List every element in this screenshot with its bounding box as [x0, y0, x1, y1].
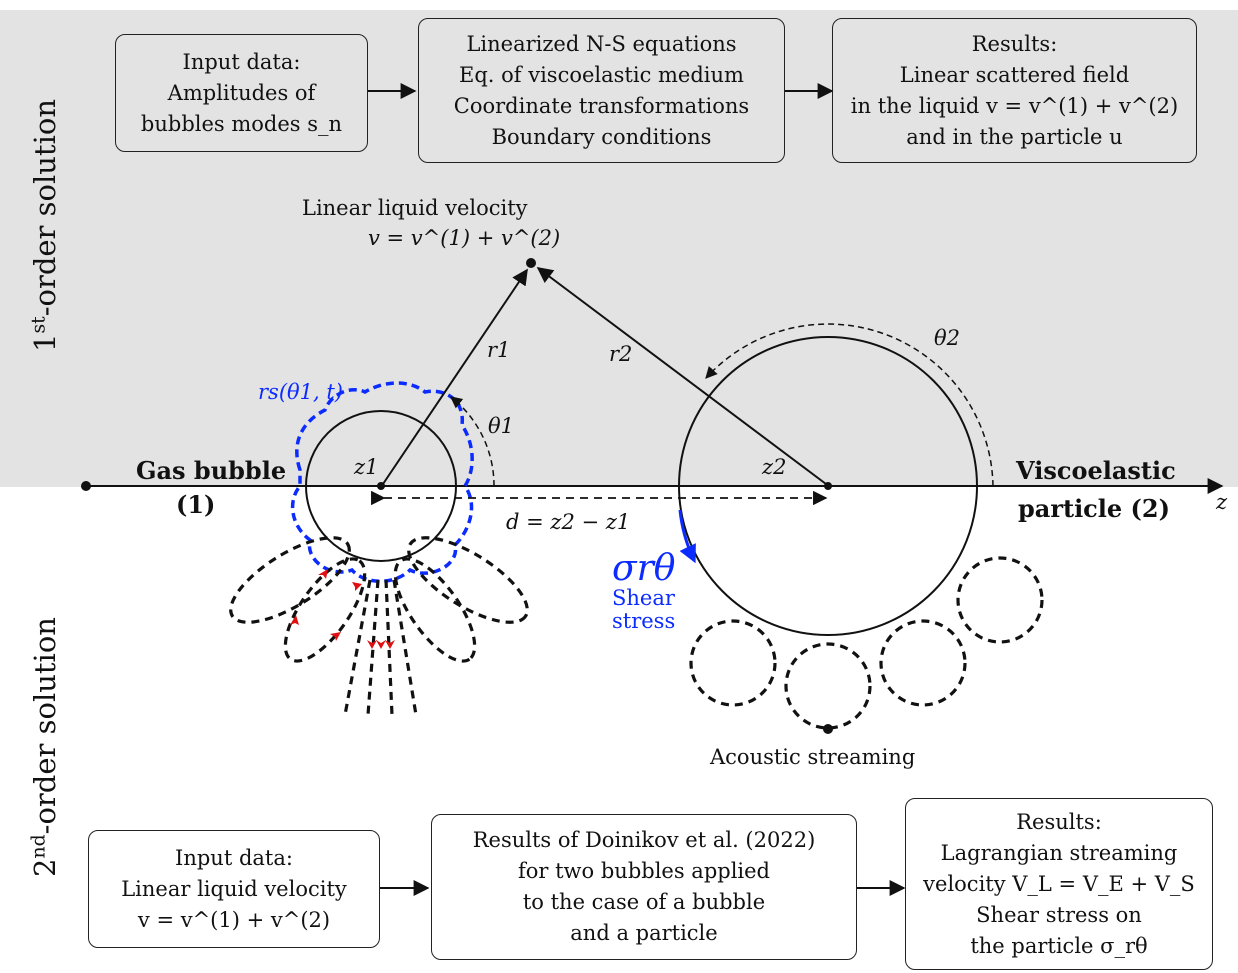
linear-velocity-eq: v = v^(1) + v^(2) — [368, 226, 561, 250]
first-order-text: -order solution — [28, 99, 62, 317]
box-line: v = v^(1) + v^(2) — [137, 907, 331, 932]
box-line: for two bubbles applied — [517, 859, 771, 883]
box-line: to the case of a bubble — [522, 890, 766, 914]
box-line: Coordinate transformations — [453, 93, 750, 118]
particle-label: Viscoelastic — [1016, 456, 1176, 485]
z-axis-label: z — [1216, 490, 1228, 514]
linear-velocity-title: Linear liquid velocity — [302, 196, 528, 220]
box-line: Input data: — [182, 49, 301, 74]
first-order-side-label: 1st-order solution — [28, 99, 62, 352]
gas-bubble-label: Gas bubble — [136, 456, 287, 485]
streaming-direction-arrows — [290, 569, 395, 649]
second-order-sup: nd — [28, 834, 50, 859]
z1-label: z1 — [354, 455, 379, 479]
gas-bubble-index: (1) — [176, 490, 216, 519]
box-line: Boundary conditions — [491, 124, 712, 149]
r2-label: r2 — [609, 342, 633, 366]
rs-label: rs(θ1, t) — [258, 380, 343, 404]
box-line: Linear scattered field — [899, 62, 1130, 87]
stress-label: stress — [612, 609, 676, 633]
theta2-arc — [705, 323, 994, 487]
gas-bubble — [305, 410, 457, 562]
r1-label: r1 — [487, 338, 511, 362]
streaming-stagnation-dot — [823, 724, 833, 734]
first-order-equations-box: Linearized N-S equations Eq. of viscoela… — [418, 18, 785, 163]
r2-vector — [536, 267, 827, 485]
second-order-input-box: Input data: Linear liquid velocity v = v… — [88, 830, 380, 948]
first-order-results-box: Results: Linear scattered field in the l… — [832, 18, 1197, 163]
box-line: Linear liquid velocity — [121, 876, 347, 901]
box-line: Results: — [1016, 809, 1102, 834]
first-order-sup: st — [28, 316, 50, 334]
theta2-label: θ2 — [934, 326, 961, 350]
first-order-input-box: Input data: Amplitudes of bubbles modes … — [115, 34, 368, 152]
theta1-arc — [450, 396, 495, 487]
box-line: Input data: — [175, 845, 293, 870]
box-line: Eq. of viscoelastic medium — [459, 62, 744, 87]
second-order-num: 2 — [28, 858, 62, 877]
second-order-text: -order solution — [28, 617, 62, 835]
box-line: and in the particle u — [906, 124, 1123, 149]
shear-stress-arrow — [678, 509, 696, 564]
box-line: Results of Doinikov et al. (2022) — [472, 828, 816, 852]
theta1-label: θ1 — [488, 414, 515, 438]
box-line: in the liquid v = v^(1) + v^(2) — [850, 93, 1179, 118]
particle-streaming-vortices — [689, 556, 1044, 730]
second-order-side-label: 2nd-order solution — [28, 612, 62, 882]
acoustic-streaming-label: Acoustic streaming — [710, 745, 916, 769]
axis-origin-dot — [81, 481, 91, 491]
box-line: velocity V_L = V_E + V_S — [923, 871, 1195, 896]
box-line: the particle σ_rθ — [970, 933, 1148, 958]
first-order-region — [0, 10, 1238, 487]
second-order-results-box: Results: Lagrangian streaming velocity V… — [905, 798, 1213, 970]
r1-vector — [382, 268, 528, 485]
velocity-point — [526, 258, 536, 268]
bubble-surface-deformed — [290, 381, 474, 583]
box-line: Lagrangian streaming — [940, 840, 1178, 865]
bubble-streaming-lobes — [229, 536, 529, 716]
box-line: Amplitudes of — [167, 80, 316, 105]
box-line: Shear stress on — [976, 902, 1142, 927]
box-line: and a particle — [570, 921, 718, 945]
sigma-label: σrθ — [612, 548, 676, 589]
distance-label: d = z2 − z1 — [506, 510, 631, 534]
z2-label: z2 — [762, 455, 787, 479]
second-order-method-box: Results of Doinikov et al. (2022) for tw… — [431, 814, 857, 960]
box-line: bubbles modes s_n — [140, 111, 343, 136]
first-order-num: 1 — [28, 333, 62, 352]
viscoelastic-particle — [678, 336, 978, 636]
shear-label: Shear — [612, 586, 675, 610]
particle-index: particle (2) — [1018, 494, 1170, 523]
box-line: Linearized N-S equations — [466, 31, 737, 56]
box-line: Results: — [971, 31, 1058, 56]
